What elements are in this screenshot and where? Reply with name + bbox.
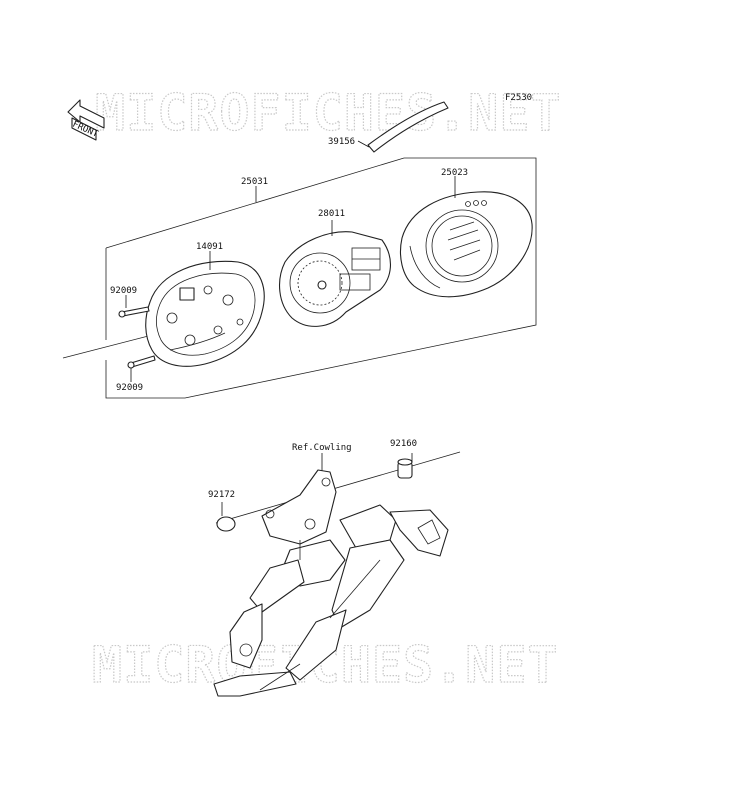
meter-assembly-box bbox=[62, 157, 537, 399]
watermark-top: MICROFICHES.NET bbox=[95, 84, 562, 142]
label-ref-cowling: Ref.Cowling bbox=[292, 443, 352, 453]
figure-code: F2530 bbox=[505, 93, 532, 103]
label-92172: 92172 bbox=[208, 490, 235, 500]
part-28011-meter bbox=[279, 231, 391, 327]
part-92160-grommet bbox=[397, 453, 413, 479]
part-92009-screw-top bbox=[118, 295, 150, 318]
bracket-axis-line bbox=[215, 451, 461, 524]
label-92160: 92160 bbox=[390, 439, 417, 449]
part-25023-cover bbox=[399, 191, 533, 298]
part-39156-strip bbox=[357, 101, 449, 153]
label-92009-bottom: 92009 bbox=[116, 383, 143, 393]
part-92009-screw-bottom bbox=[127, 355, 156, 382]
label-25023: 25023 bbox=[441, 168, 468, 178]
label-92009-top: 92009 bbox=[110, 286, 137, 296]
label-25031: 25031 bbox=[241, 177, 268, 187]
stay-bracket-frame bbox=[213, 469, 449, 697]
label-39156: 39156 bbox=[328, 137, 355, 147]
part-14091-case bbox=[145, 260, 265, 367]
label-28011: 28011 bbox=[318, 209, 345, 219]
label-14091: 14091 bbox=[196, 242, 223, 252]
part-92172-plug bbox=[216, 502, 236, 532]
